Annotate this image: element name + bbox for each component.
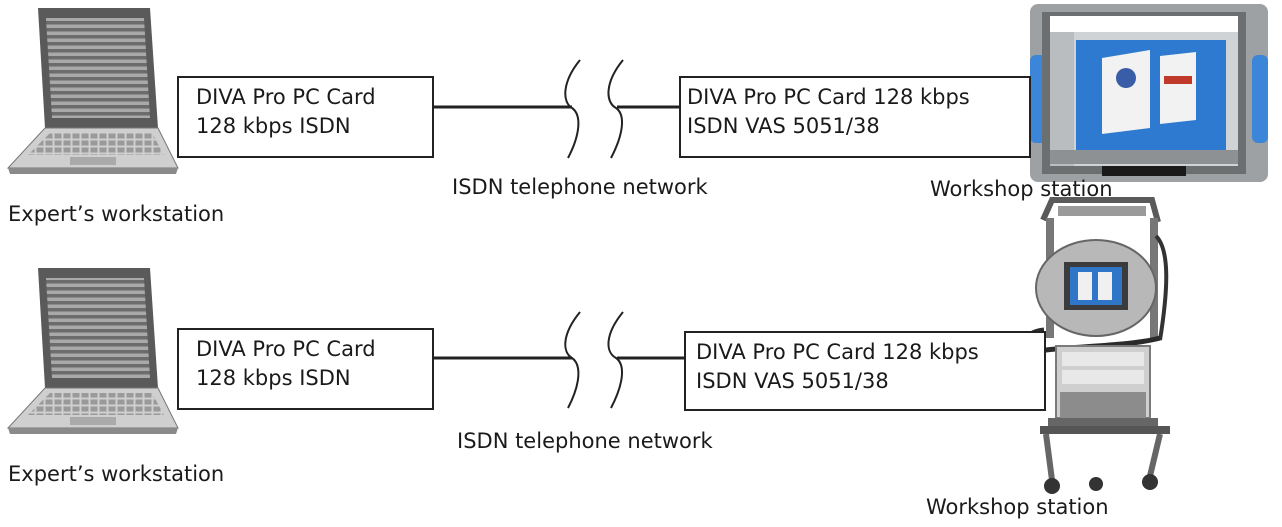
workshop-monitor-icon xyxy=(1030,4,1268,182)
card-label-line-1: DIVA Pro PC Card xyxy=(196,85,376,109)
card-label-line-2: ISDN VAS 5051/38 xyxy=(696,369,889,393)
workshop-trolley-icon xyxy=(1024,197,1170,494)
network-label: ISDN telephone network xyxy=(452,175,708,199)
expert-workstation-label: Expert’s workstation xyxy=(8,202,225,226)
card-label-line-2: 128 kbps ISDN xyxy=(196,366,351,390)
pc-card-box-expert: DIVA Pro PC Card 128 kbps ISDN xyxy=(177,76,434,158)
workshop-station-label: Workshop station xyxy=(926,495,1109,519)
network-label: ISDN telephone network xyxy=(457,429,713,453)
pc-card-box-workshop: DIVA Pro PC Card 128 kbps ISDN VAS 5051/… xyxy=(684,331,1046,411)
pc-card-box-expert: DIVA Pro PC Card 128 kbps ISDN xyxy=(177,328,434,410)
laptop-icon xyxy=(6,8,179,174)
card-label-line-2: 128 kbps ISDN xyxy=(196,114,351,138)
card-label-line-2: ISDN VAS 5051/38 xyxy=(687,114,880,138)
laptop-icon xyxy=(6,268,179,434)
workshop-station-label: Workshop station xyxy=(930,177,1113,201)
card-label-line-1: DIVA Pro PC Card 128 kbps xyxy=(696,340,979,364)
card-label-line-1: DIVA Pro PC Card 128 kbps xyxy=(687,85,970,109)
network-break-icon xyxy=(564,311,624,409)
network-break-icon xyxy=(564,59,624,159)
pc-card-box-workshop: DIVA Pro PC Card 128 kbps ISDN VAS 5051/… xyxy=(679,76,1031,158)
card-label-line-1: DIVA Pro PC Card xyxy=(196,337,376,361)
expert-workstation-label: Expert’s workstation xyxy=(8,462,225,486)
